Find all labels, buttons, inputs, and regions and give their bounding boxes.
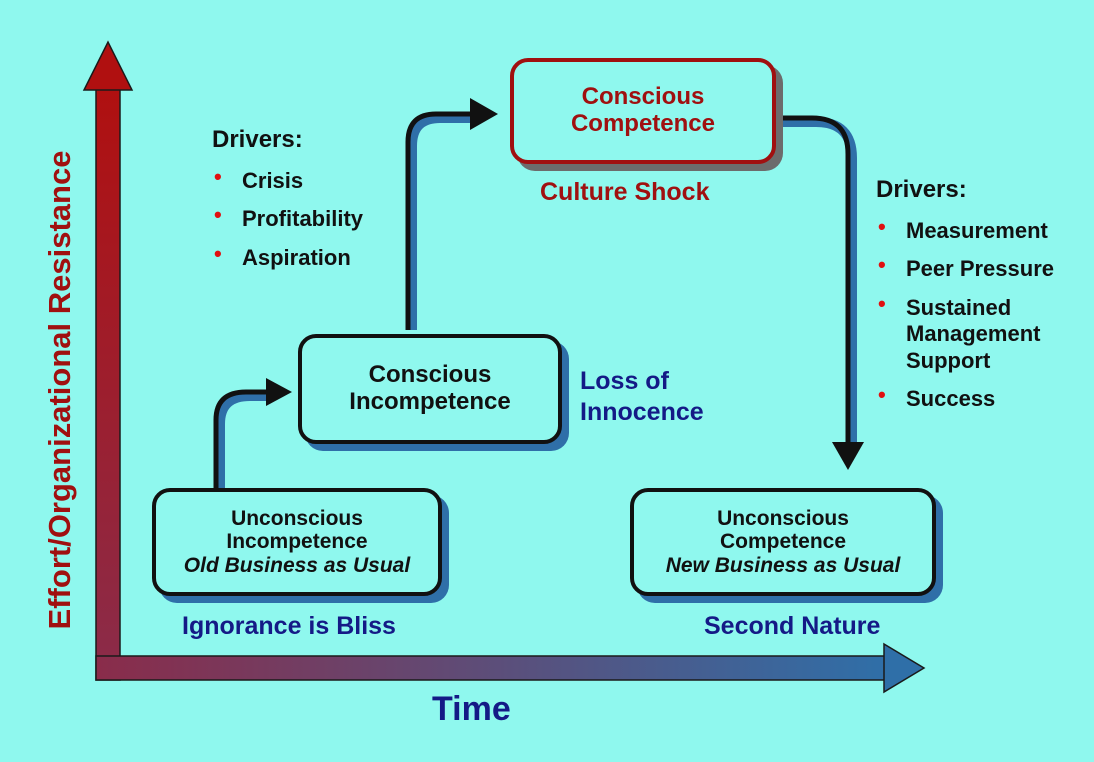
connector-arrow-3	[778, 115, 864, 470]
connector-arrow-1	[213, 378, 292, 488]
x-axis-arrow	[95, 642, 926, 694]
drivers-right-item: • Measurement	[876, 214, 1082, 244]
caption-second-nature: Second Nature	[704, 612, 881, 640]
drivers-left-item: • Crisis	[212, 164, 363, 194]
drivers-right-item: • Sustained Management Support	[876, 291, 1082, 374]
box-conscious-incompetence-line2: Incompetence	[349, 388, 511, 415]
caption-ignorance-is-bliss: Ignorance is Bliss	[182, 612, 396, 640]
bullet-icon: •	[878, 290, 886, 316]
x-axis-label: Time	[432, 690, 511, 728]
caption-loss-of-innocence: Loss of Innocence	[580, 366, 704, 429]
drivers-right-item: • Peer Pressure	[876, 252, 1082, 282]
bullet-icon: •	[214, 164, 222, 189]
box-unconscious-incompetence-subtitle: Old Business as Usual	[183, 553, 411, 577]
drivers-left-item-label: Crisis	[242, 168, 304, 193]
drivers-right-item: • Success	[876, 382, 1082, 412]
box-conscious-competence-line2: Competence	[570, 110, 716, 137]
bullet-icon: •	[878, 252, 886, 278]
caption-culture-shock: Culture Shock	[540, 178, 710, 206]
box-unconscious-incompetence-line1: Unconscious	[231, 506, 363, 530]
bullet-icon: •	[214, 202, 222, 228]
box-conscious-competence-line1: Conscious	[581, 83, 705, 111]
drivers-right-item-label: Measurement	[906, 218, 1048, 243]
connector-arrow-2	[405, 98, 498, 330]
y-axis-label: Effort/Organizational Resistance	[42, 150, 77, 630]
drivers-left-heading: Drivers:	[212, 126, 303, 153]
drivers-left-item: • Aspiration	[212, 241, 363, 271]
box-unconscious-incompetence-line2: Incompetence	[226, 530, 368, 554]
drivers-left-item: • Profitability	[212, 202, 364, 232]
box-conscious-competence: Conscious Competence	[510, 58, 776, 164]
box-unconscious-incompetence: Unconscious Incompetence Old Business as…	[152, 488, 442, 596]
drivers-right-item-label: Success	[906, 385, 996, 411]
box-unconscious-competence-line2: Competence	[719, 530, 847, 554]
drivers-right-heading: Drivers:	[876, 176, 967, 203]
box-unconscious-competence-subtitle: New Business as Usual	[665, 553, 901, 577]
caption-loss-of-innocence-line1: Loss of	[580, 367, 669, 395]
drivers-right: Drivers: • Measurement • Peer Pressure • Su…	[876, 176, 1082, 424]
box-conscious-incompetence: Conscious Incompetence	[298, 334, 562, 444]
bullet-icon: •	[214, 240, 222, 266]
drivers-right-item-label: Peer Pressure	[906, 256, 1054, 282]
box-unconscious-competence-line1: Unconscious	[717, 506, 849, 530]
bullet-icon: •	[878, 381, 886, 407]
drivers-right-list: • Measurement • Peer Pressure • Sustained M…	[876, 214, 1082, 412]
drivers-left: Drivers: • Crisis • Profitability • Aspirat…	[212, 126, 363, 283]
box-conscious-incompetence-line1: Conscious	[368, 361, 492, 389]
drivers-left-list: • Crisis • Profitability • Aspiration	[212, 164, 364, 271]
bullet-icon: •	[878, 214, 886, 239]
drivers-left-item-label: Aspiration	[242, 244, 351, 270]
box-unconscious-competence: Unconscious Competence New Business as U…	[630, 488, 936, 596]
drivers-right-item-label: Sustained Management Support	[906, 294, 1041, 373]
y-axis-arrow	[82, 40, 134, 681]
caption-loss-of-innocence-line2: Innocence	[580, 398, 704, 427]
drivers-left-item-label: Profitability	[242, 206, 364, 232]
